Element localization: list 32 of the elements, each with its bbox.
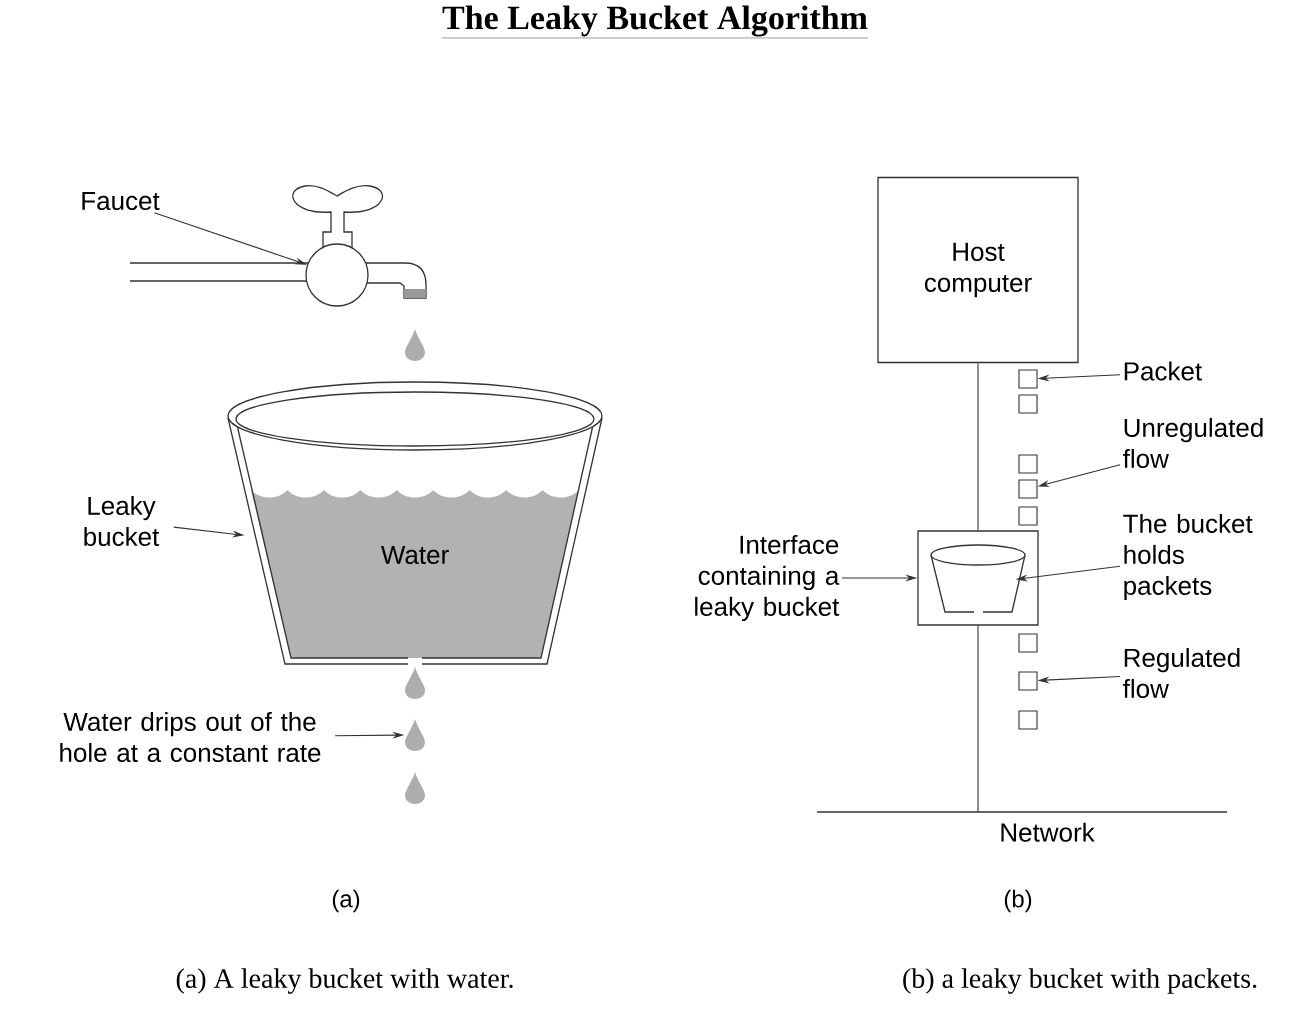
water-drop: [405, 667, 425, 699]
packet-square: [1018, 710, 1038, 730]
callout-label: Water drips out of the hole at a constant rate: [60, 711, 321, 763]
packet-square: [1018, 394, 1038, 414]
caption: (a) A leaky bucket with water.: [176, 968, 513, 994]
water-drop: [405, 719, 425, 751]
small-bucket-drawing: [930, 544, 1026, 613]
callout-label: Faucet: [82, 191, 160, 211]
callout-label: Regulated flow: [1123, 647, 1240, 699]
connector-line: [977, 362, 979, 531]
interface-box: [917, 530, 1039, 626]
water-drop: [405, 329, 425, 361]
host-box: Host computer: [877, 176, 1079, 364]
connector-line: [977, 625, 979, 813]
title: The Leaky Bucket Algorithm: [441, 5, 869, 39]
bucket-drawing: Water: [227, 381, 603, 665]
packet-square: [1018, 506, 1038, 526]
panel-label: (b): [1004, 889, 1032, 913]
callout-label: Unregulated flow: [1123, 417, 1263, 469]
packet-square: [1018, 671, 1038, 691]
packet-square: [1018, 479, 1038, 499]
callout-label: Packet: [1124, 361, 1202, 381]
water-drop: [405, 772, 425, 804]
callout-label: The bucket holds packets: [1123, 513, 1253, 601]
packet-square: [1018, 369, 1038, 389]
panel-label: (a): [332, 889, 360, 913]
callout-label: Interface containing a leaky bucket: [695, 534, 840, 622]
network-line: Network: [816, 811, 1228, 842]
caption: (b) a leaky bucket with packets.: [903, 968, 1257, 994]
packet-square: [1018, 633, 1038, 653]
packet-square: [1018, 454, 1038, 474]
callout-label: Leaky bucket: [84, 495, 160, 547]
